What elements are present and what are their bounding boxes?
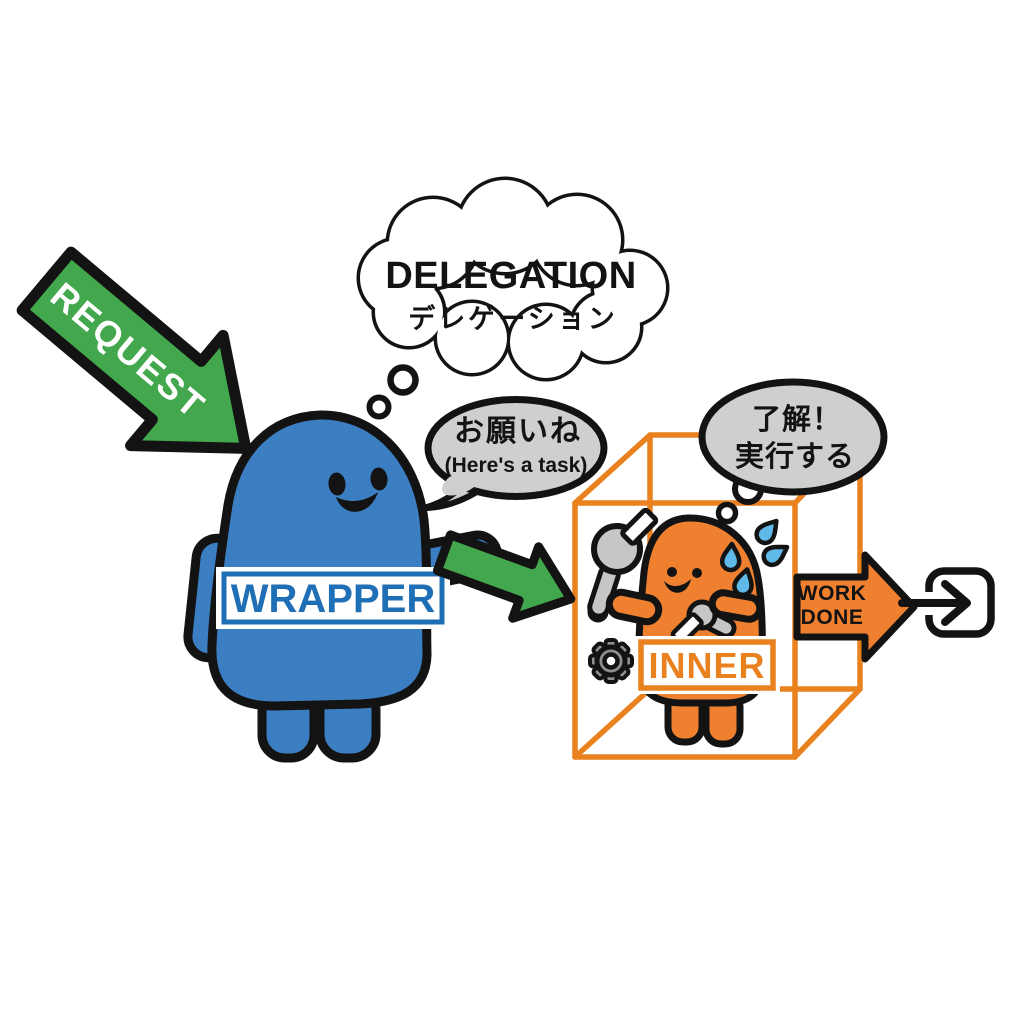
inner-thought-bubble: 了解！ 実行する <box>698 378 888 525</box>
handoff-arrow <box>432 530 576 623</box>
sweat-drop-icon <box>761 544 790 568</box>
task-speech-bubble: お願いね (Here's a task) <box>421 396 608 511</box>
inner-face <box>664 567 702 593</box>
thought-trail-bubble-small <box>366 394 392 420</box>
cube-front-face <box>572 500 798 760</box>
wrapper-label: WRAPPER <box>231 577 436 621</box>
gear-icon <box>588 638 634 684</box>
inner-character: INNER <box>587 507 790 748</box>
inner-thought-line2: 実行する <box>735 440 855 473</box>
sweat-drops <box>719 518 790 598</box>
wrapper-badge-border <box>221 571 445 625</box>
inner-left-eye <box>667 567 677 577</box>
sweat-drop-icon <box>732 567 754 598</box>
inner-badge-border <box>638 639 776 691</box>
wrapper-face <box>328 467 388 512</box>
inner-label: INNER <box>648 645 765 686</box>
task-speech-line1: お願いね <box>454 415 582 448</box>
exit-icon <box>898 567 995 638</box>
wrapper-body <box>207 410 432 711</box>
work-done-line1: WORK <box>798 582 867 605</box>
inner-thought-line1: 了解！ <box>752 403 842 436</box>
cloud-fill <box>360 180 666 378</box>
inner-mouth <box>664 579 691 593</box>
delegation-thought-cloud: DELEGATION デレゲーション <box>356 176 670 420</box>
delegation-cloud-subtitle: デレゲーション <box>408 303 617 334</box>
wrench-jaw-opening <box>620 507 659 546</box>
exit-icon-arrow-head <box>941 580 971 626</box>
thought-trail-bubble-large <box>387 364 419 396</box>
task-speech-line2: (Here's a task) <box>445 454 588 477</box>
sweat-drop-icon <box>754 518 779 546</box>
speech-bubble-tail-patch <box>442 466 484 496</box>
delegation-cloud-title: DELEGATION <box>385 255 636 297</box>
wrapper-mouth <box>336 492 378 512</box>
sweat-drop-icon <box>719 541 742 573</box>
wrapper-left-eye <box>328 472 346 496</box>
inner-right-eye <box>692 568 702 578</box>
wrapper-label-badge: WRAPPER <box>216 567 450 629</box>
inner-left-arm <box>605 588 663 626</box>
work-done-arrow: WORK DONE <box>793 551 918 663</box>
work-done-line2: DONE <box>801 606 864 629</box>
inner-thought-trail-small <box>715 501 739 525</box>
gear-hole <box>602 652 620 670</box>
inner-thought-body <box>698 378 888 496</box>
work-done-arrow-shape <box>793 551 918 663</box>
wrench-icon <box>587 507 659 623</box>
request-arrow-shape <box>16 246 252 454</box>
inner-label-badge: INNER <box>634 636 780 694</box>
inner-right-arm <box>708 589 764 623</box>
wrapper-right-eye <box>370 467 388 491</box>
